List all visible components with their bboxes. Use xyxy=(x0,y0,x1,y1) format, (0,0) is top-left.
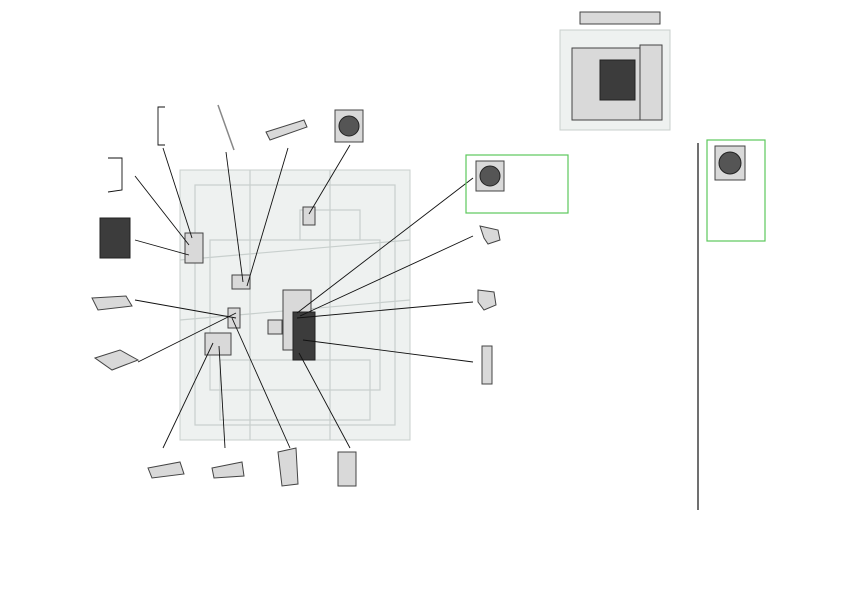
fan-detail xyxy=(714,145,746,181)
vertical-slot-bracket xyxy=(481,345,493,385)
filter-pad xyxy=(99,217,131,259)
bracket-wire-top xyxy=(157,106,165,146)
fan-detail-box xyxy=(706,139,766,242)
assembly-thumbnail xyxy=(559,11,671,131)
bottom-bracket-2 xyxy=(211,461,245,479)
clip-bracket-b xyxy=(477,289,497,311)
fan-highlight-box xyxy=(465,154,569,214)
duct-rail xyxy=(265,119,308,141)
guide-plate xyxy=(91,295,133,311)
bracket-wire-left xyxy=(107,157,123,193)
bottom-bracket-1 xyxy=(147,461,185,479)
bottom-clamp xyxy=(337,451,357,487)
fan-highlighted xyxy=(475,160,505,192)
leader-lines xyxy=(134,144,474,449)
square-frame-plate xyxy=(93,349,140,371)
rod xyxy=(217,104,235,151)
fan-top xyxy=(334,109,364,143)
clip-bracket-a xyxy=(479,225,501,245)
fan-detail-panel xyxy=(706,139,766,242)
bottom-duct xyxy=(277,447,299,487)
ghost-frame-assembly xyxy=(179,169,411,441)
